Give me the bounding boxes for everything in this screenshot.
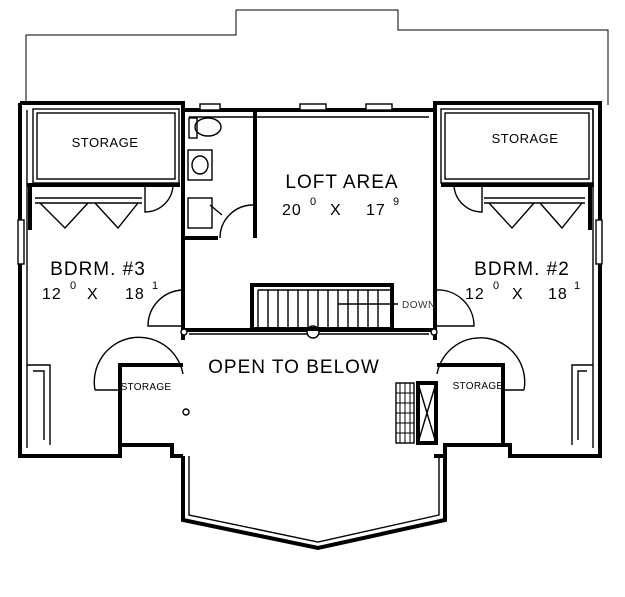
roof-outline [25,9,609,105]
loft-area-label: LOFT AREA [285,172,398,193]
bedroom-2-length-sup: 1 [574,280,580,292]
bedroom-3-width: 12 [42,286,62,303]
bedroom-3-length: 18 [125,286,145,303]
chimney [182,381,438,445]
bedroom-2-zone [436,108,594,445]
loft-length-sup: 9 [393,196,399,208]
staircase [250,283,398,331]
storage-top-left-label: STORAGE [72,135,139,150]
stair-down-label: DOWN [402,300,436,311]
open-to-below-label: OPEN TO BELOW [208,357,380,378]
storage-lower-left-label: STORAGE [121,382,172,393]
loft-width: 20 [282,202,302,219]
loft-width-sup: 0 [310,196,316,208]
storage-lower-right-label: STORAGE [453,381,504,392]
exterior-walls [18,101,602,551]
bedroom-2-length: 18 [548,286,568,303]
bedroom-3-by: X [87,286,99,303]
loft-length: 17 [366,202,386,219]
bedroom-3-label: BDRM. #3 [50,259,146,280]
bedroom-2-by: X [512,286,524,303]
bedroom-2-width: 12 [465,286,485,303]
central-walls [180,110,438,340]
bedroom-2-label: BDRM. #2 [474,259,570,280]
top-windows [17,103,603,265]
bedroom-3-length-sup: 1 [152,280,158,292]
bedroom-3-zone [27,108,184,445]
loft-by: X [330,202,342,219]
bedroom-2-width-sup: 0 [493,280,499,292]
storage-top-right-label: STORAGE [492,131,559,146]
bedroom-3-width-sup: 0 [70,280,76,292]
room-labels: STORAGE STORAGE LOFT AREA 20 0 X 17 9 BD… [42,131,580,393]
